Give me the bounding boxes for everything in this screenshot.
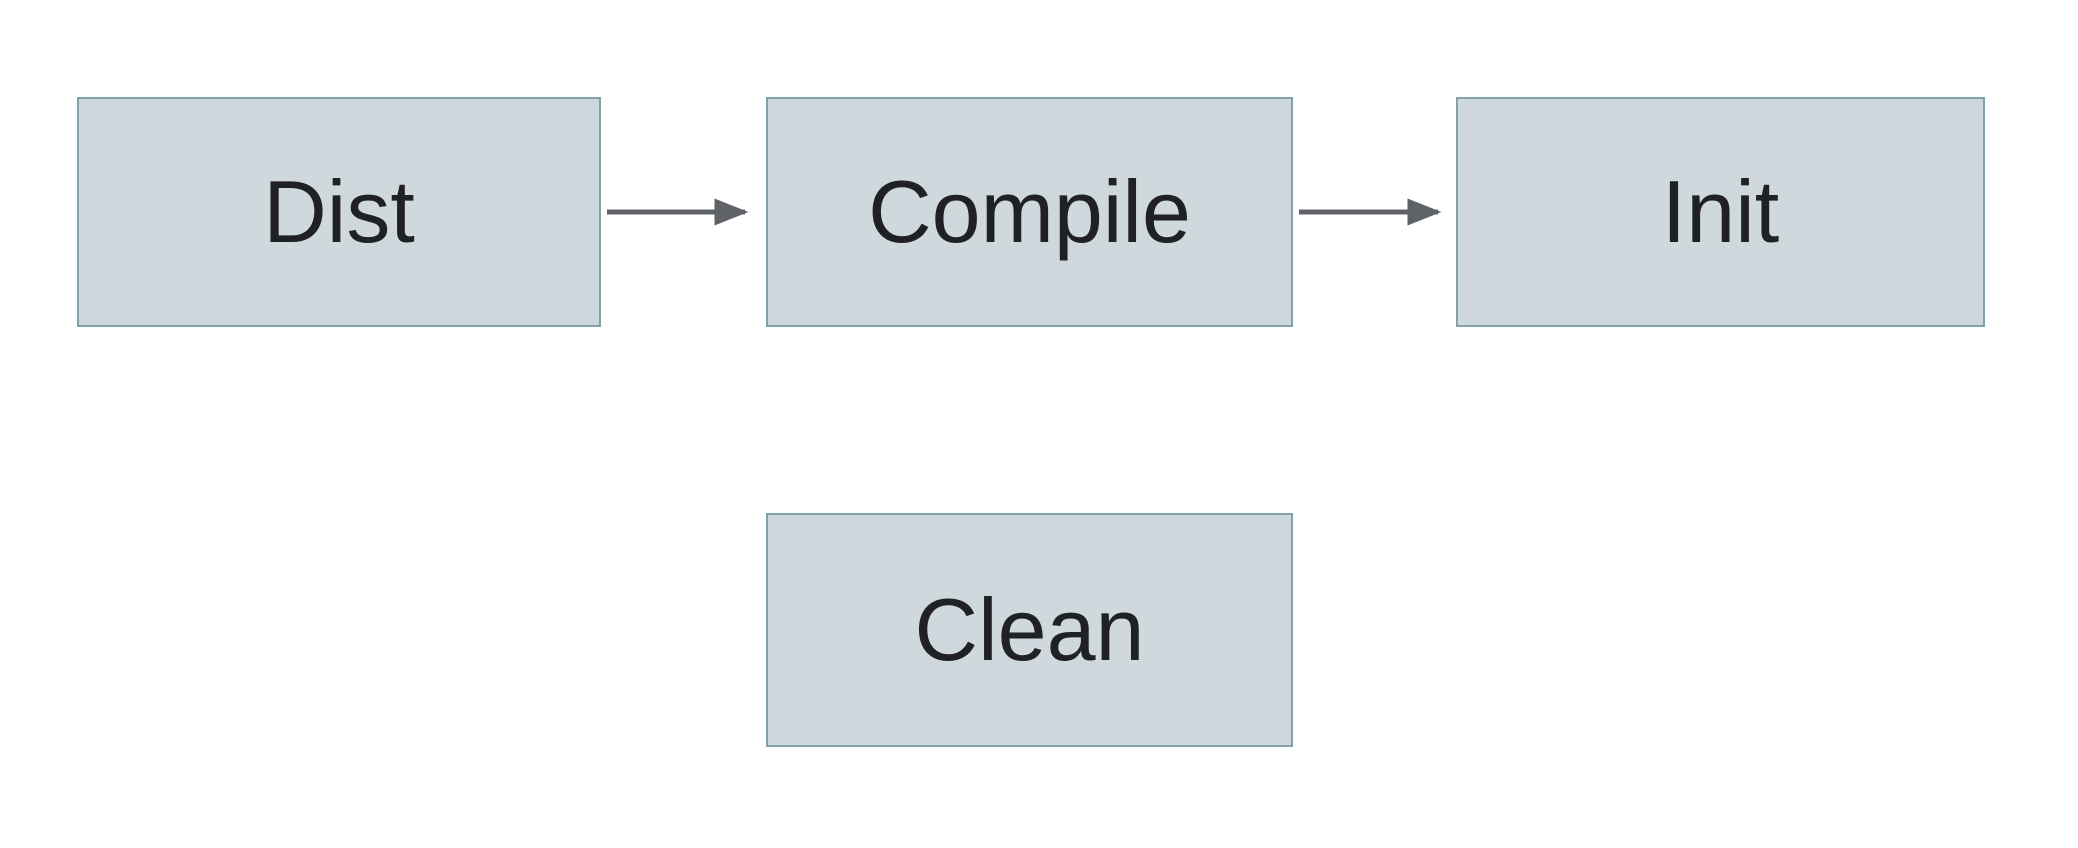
node-init-label: Init (1661, 162, 1780, 261)
node-compile[interactable]: Compile (766, 97, 1293, 327)
node-init[interactable]: Init (1456, 97, 1985, 327)
node-dist-label: Dist (263, 162, 415, 261)
node-compile-label: Compile (868, 162, 1191, 261)
node-clean-label: Clean (914, 580, 1145, 679)
node-dist[interactable]: Dist (77, 97, 601, 327)
node-clean[interactable]: Clean (766, 513, 1293, 747)
